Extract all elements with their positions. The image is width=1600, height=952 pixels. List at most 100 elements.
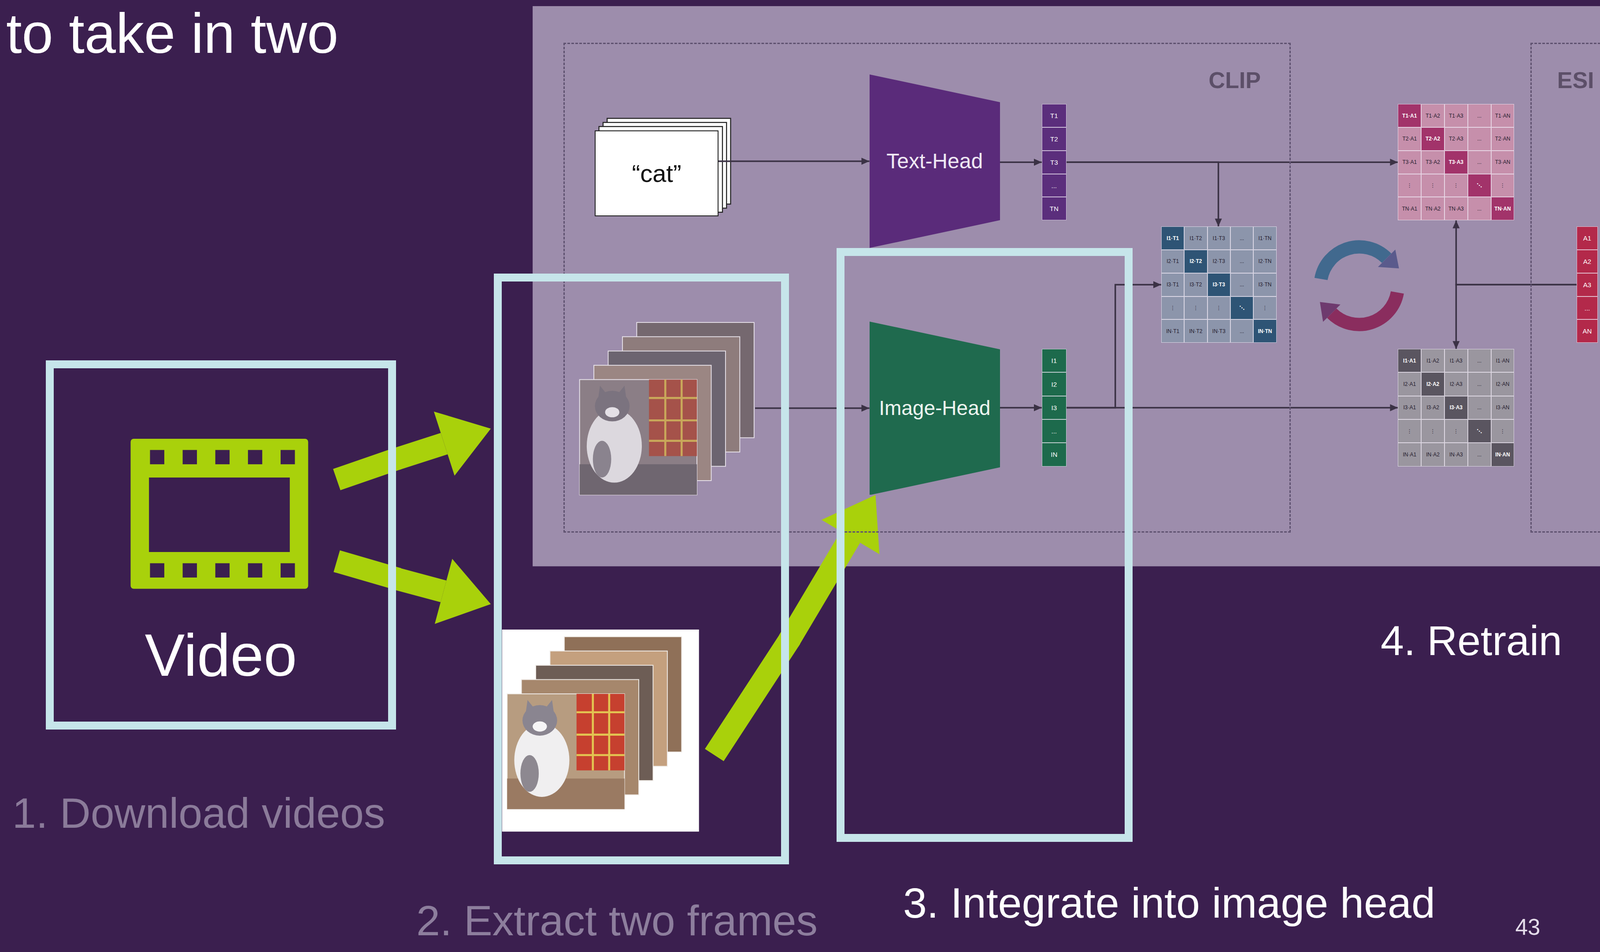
cat-patch <box>520 755 539 792</box>
arrow-shaft <box>392 567 447 603</box>
vector-entry: IN <box>1050 451 1058 458</box>
matrix-cell: ⋮ <box>1500 428 1506 434</box>
matrix-cell: T3·AN <box>1495 159 1511 165</box>
matrix-cell-holder: I2·T1 <box>1161 249 1185 274</box>
matrix-cell-holder: IN·AN <box>1491 442 1515 467</box>
matrix-cell-holder: T2·AN <box>1491 127 1515 151</box>
vector-entry: T3 <box>1050 159 1059 166</box>
matrix-cell-holder: I3·A2 <box>1421 396 1445 420</box>
matrix-cell: ... <box>1477 451 1482 458</box>
matrix-cell: TN·A3 <box>1448 206 1464 212</box>
cat-patch <box>592 440 612 478</box>
audio-embedding-vector: A1A2A3...AN <box>1576 226 1599 343</box>
matrix-cell-holder: I3·T2 <box>1184 273 1208 297</box>
node-label-holder: 2. Extract two frames <box>416 893 818 947</box>
cycle-head <box>1319 302 1341 323</box>
film-hole <box>248 449 263 464</box>
matrix-cell: ⋱ <box>1476 428 1482 434</box>
film-hole <box>182 449 197 464</box>
node-label: 3. Integrate into image head <box>903 878 1436 928</box>
matrix-cell-holder: T1·AN <box>1491 103 1515 128</box>
connector-line <box>1455 284 1577 349</box>
cat-ears <box>597 385 627 400</box>
vector-entry-holder: IN <box>1041 442 1067 467</box>
matrix-cell: IN·AN <box>1495 451 1510 458</box>
connector-line <box>718 160 870 163</box>
matrix-cell-holder: I3·A1 <box>1397 396 1422 420</box>
vector-entry: T1 <box>1050 112 1059 119</box>
matrix-cell: ⋮ <box>1453 182 1459 189</box>
flow-connector <box>1066 162 1223 227</box>
arrow-head <box>434 559 491 625</box>
flow-connector <box>1452 220 1577 285</box>
matrix-cell: ⋮ <box>1430 428 1436 434</box>
matrix-cell: IN·T3 <box>1212 328 1226 334</box>
matrix-cell: T3·A3 <box>1448 159 1464 165</box>
film-hole <box>215 563 230 578</box>
matrix-cell: I1·A3 <box>1449 358 1463 364</box>
matrix-cell: T3·A1 <box>1402 159 1417 165</box>
vector-entry-holder: A3 <box>1576 273 1599 297</box>
plaid-blanket <box>576 693 625 771</box>
connector-line <box>1066 284 1162 408</box>
similarity-matrix: T1·A1T1·A2T1·A3...T1·ANT2·A1T2·A2T2·A3..… <box>1397 103 1515 221</box>
vector-entry: I2 <box>1051 381 1057 388</box>
text-encoder: Text-Head <box>869 74 1000 249</box>
retrain-cycle-icon <box>1319 246 1400 325</box>
matrix-cell: T1·AN <box>1495 113 1511 119</box>
arrow-head <box>861 157 870 165</box>
matrix-cell: ... <box>1477 358 1482 364</box>
matrix-cell-holder: TN·A1 <box>1397 196 1422 221</box>
matrix-cell: I2·T2 <box>1189 258 1202 264</box>
vector-entry-holder: ... <box>1041 419 1067 443</box>
matrix-cell-holder: I3·AN <box>1491 396 1515 420</box>
thick-arrow <box>392 559 491 625</box>
flow-connector <box>1000 403 1042 412</box>
matrix-cell-holder: IN·A3 <box>1444 442 1468 467</box>
matrix-cell-holder: ⋮ <box>1421 174 1445 198</box>
matrix-cell: I2·TN <box>1258 258 1272 264</box>
matrix-cell: ⋮ <box>1407 428 1413 434</box>
frame-stack <box>502 629 700 832</box>
audio-region: ESI A1A2A3...AN <box>1530 42 1600 533</box>
matrix-cell-holder: IN·T3 <box>1207 319 1231 343</box>
matrix-cell: ⋮ <box>1192 305 1199 311</box>
matrix-cell-holder: ... <box>1230 319 1254 343</box>
node-label-holder: ESI <box>1557 59 1595 102</box>
clip-region: CLIP“cat”Text-HeadT1T2T3...TNImage-HeadI… <box>563 42 1292 533</box>
matrix-cell: I2·A2 <box>1426 381 1440 387</box>
page-number: 43 <box>1515 914 1541 940</box>
arrow-head <box>1153 281 1162 289</box>
vector-entry-holder: I3 <box>1041 396 1067 420</box>
film-hole <box>150 563 165 578</box>
matrix-cell-holder: I1·A3 <box>1444 348 1468 373</box>
matrix-cell-holder: ⋮ <box>1397 419 1422 443</box>
node-label-holder: Video <box>61 610 381 700</box>
vector-entry-holder: ... <box>1041 174 1067 198</box>
matrix-cell: T1·A1 <box>1402 113 1417 119</box>
film-icon <box>130 438 308 589</box>
matrix-cell: IN·TN <box>1258 328 1273 334</box>
film-hole <box>280 563 295 578</box>
matrix-cell-holder: ⋮ <box>1184 296 1208 320</box>
matrix-cell-holder: I2·AN <box>1491 372 1515 396</box>
thick-arrow <box>392 411 491 476</box>
connector-line <box>788 407 870 410</box>
matrix-cell-holder: ⋮ <box>1491 419 1515 443</box>
matrix-cell-holder: I3·TN <box>1253 273 1277 297</box>
film-hole <box>280 449 295 464</box>
text-input-card: “cat” <box>594 130 719 217</box>
arrow-shaft <box>779 531 861 647</box>
matrix-cell: T2·A1 <box>1402 136 1417 142</box>
matrix-cell-holder: IN·TN <box>1253 319 1277 343</box>
frame-ground <box>507 693 625 810</box>
matrix-cell: ⋮ <box>1170 305 1176 311</box>
matrix-cell-holder: T3·A2 <box>1421 150 1445 175</box>
similarity-matrix: I1·T1I1·T2I1·T3...I1·TNI2·T1I2·T2I2·T3..… <box>1161 226 1277 343</box>
matrix-cell-holder: ⋱ <box>1230 296 1254 320</box>
arrow-head <box>1389 158 1398 166</box>
step-label: 1. Download videos <box>12 788 386 838</box>
matrix-cell: ... <box>1477 136 1482 142</box>
matrix-cell-holder: ⋱ <box>1467 419 1492 443</box>
matrix-cell: I1·T3 <box>1212 235 1226 241</box>
